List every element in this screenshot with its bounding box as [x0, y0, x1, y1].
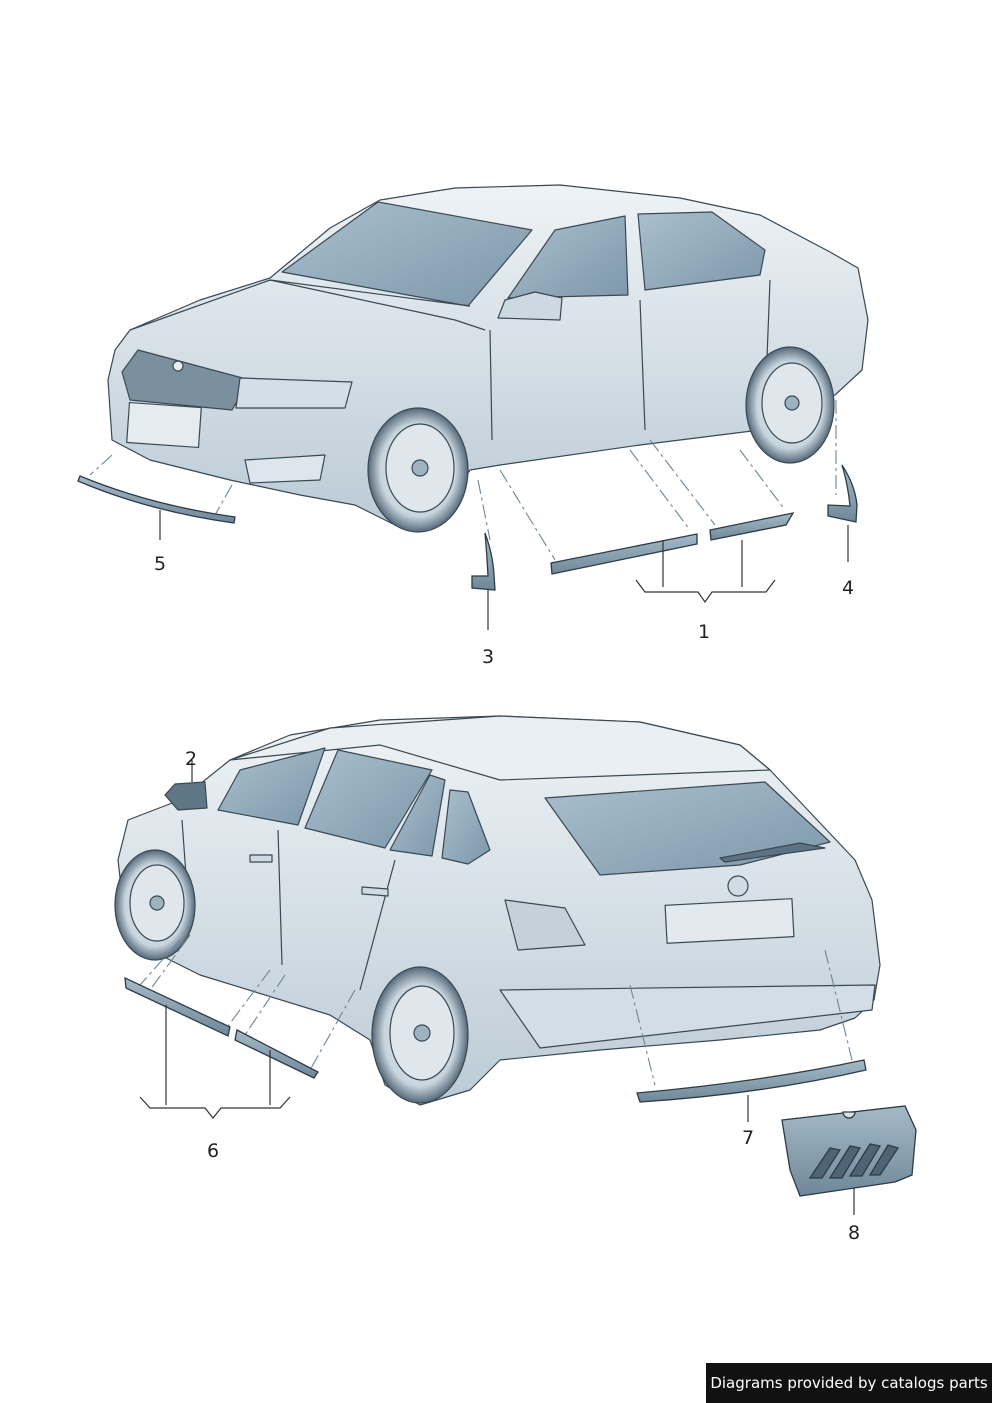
sedan-car-illustration — [107, 184, 869, 533]
part-3-mudflap-front — [471, 532, 496, 591]
part-1-sill-strip-front — [550, 533, 698, 575]
bottom-callout-lines — [139, 760, 855, 1215]
attribution-text: Diagrams provided by catalogs parts — [710, 1374, 988, 1392]
callout-8: 8 — [848, 1222, 860, 1244]
sedan-rear-window — [637, 211, 766, 291]
estate-badge — [727, 875, 749, 897]
callout-numbers: 1 2 3 4 5 6 7 8 — [154, 553, 860, 1244]
estate-rear-side-window — [441, 789, 491, 865]
callout-4: 4 — [842, 577, 854, 599]
estate-taillight — [504, 899, 586, 951]
callout-5: 5 — [154, 553, 166, 575]
callout-2: 2 — [185, 748, 197, 770]
estate-car-illustration — [114, 715, 881, 1106]
top-leader-lines — [89, 400, 837, 561]
bottom-leader-lines — [139, 934, 853, 1086]
attribution-footer: Diagrams provided by catalogs parts — [706, 1363, 992, 1403]
callout-1: 1 — [698, 621, 710, 643]
estate-front-window — [217, 747, 326, 826]
estate-license-plate — [664, 898, 795, 944]
sedan-license-plate — [126, 401, 202, 449]
estate-mirror — [164, 781, 208, 811]
estate-rear-door-window — [304, 749, 433, 849]
bottom-parts — [124, 976, 917, 1197]
sedan-mirror — [497, 291, 563, 321]
sedan-headlight — [235, 377, 353, 409]
bracket-1 — [635, 579, 776, 604]
part-4-mudflap-rear — [827, 464, 858, 523]
part-8-bumper-protector — [781, 1105, 917, 1197]
part-7-rear-bumper-strip — [636, 1059, 867, 1103]
estate-quarter-window — [389, 774, 446, 857]
part-5-front-spoiler-strip — [77, 475, 236, 524]
part-1-sill-strip-rear — [709, 512, 795, 541]
callout-6: 6 — [207, 1140, 219, 1162]
part-6-sill-strip-rear — [234, 1029, 319, 1079]
top-parts — [77, 464, 858, 591]
sedan-front-window — [507, 215, 629, 299]
sedan-windshield — [281, 201, 533, 307]
top-callout-lines — [159, 510, 849, 630]
callout-3: 3 — [482, 646, 494, 668]
callout-7: 7 — [742, 1127, 754, 1149]
part-6-sill-strip-front — [124, 976, 231, 1037]
bracket-6 — [139, 1096, 291, 1119]
